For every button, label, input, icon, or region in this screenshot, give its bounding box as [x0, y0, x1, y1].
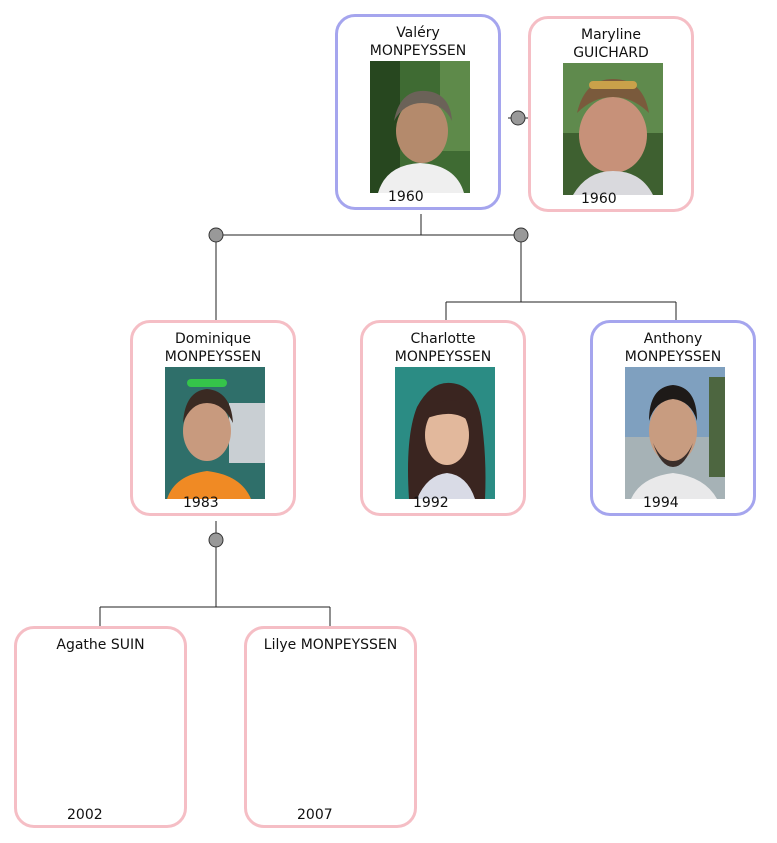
birth-year: 1983	[183, 495, 219, 511]
portrait-photo	[625, 367, 725, 499]
portrait-photo	[563, 63, 663, 195]
birth-year: 1960	[581, 191, 617, 207]
portrait-photo	[395, 367, 495, 499]
family-node	[208, 227, 224, 243]
birth-year: 2002	[67, 807, 103, 823]
portrait-photo	[165, 367, 265, 499]
birth-year: 1994	[643, 495, 679, 511]
birth-year: 1992	[413, 495, 449, 511]
union-node	[510, 110, 526, 126]
person-name: Lilye MONPEYSSEN	[263, 637, 398, 653]
birth-year: 1960	[388, 189, 424, 205]
family-node	[208, 532, 224, 548]
person-card-lilye[interactable]: Lilye MONPEYSSEN 2007	[244, 626, 417, 828]
birth-year: 2007	[297, 807, 333, 823]
family-node	[513, 227, 529, 243]
person-card-agathe[interactable]: Agathe SUIN 2002	[14, 626, 187, 828]
portrait-photo	[370, 61, 470, 193]
person-name: Agathe SUIN	[56, 637, 145, 653]
